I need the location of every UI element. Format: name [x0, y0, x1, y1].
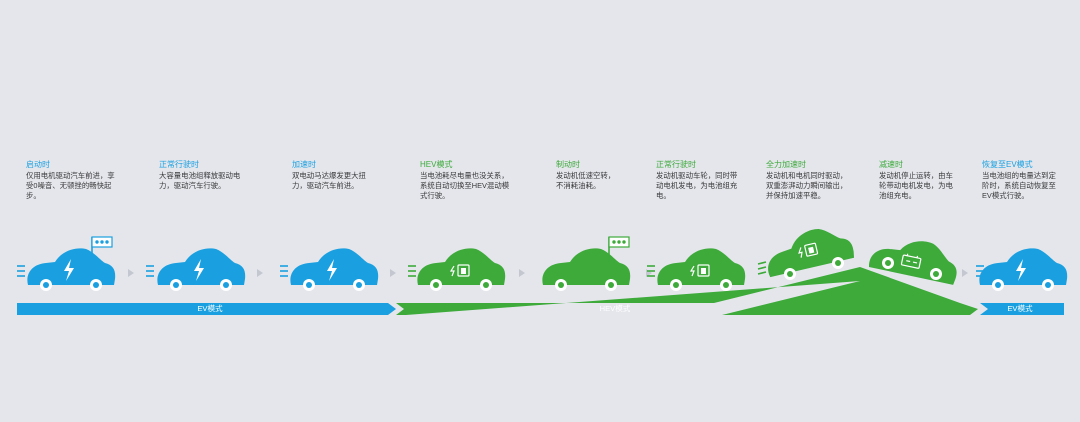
engine-battery-icon — [449, 264, 470, 277]
car-5-brake — [542, 248, 631, 285]
step-description: 大容量电池组释放驱动电力，驱动汽车行驶。 — [159, 171, 241, 190]
car-1-start — [27, 248, 116, 285]
engine-battery-icon — [798, 242, 819, 258]
step-title: 启动时 — [26, 160, 50, 169]
step-brake: 制动时 发动机低速空转，不消耗油耗。 — [556, 159, 666, 191]
step-title: 正常行驶时 — [159, 160, 199, 169]
hev-band — [396, 267, 978, 315]
step-description: 当电池组的电量达到定阶时，系统自动恢复至EV模式行驶。 — [982, 171, 1056, 200]
car-3-accelerate — [290, 248, 379, 285]
lightning-icon — [1016, 259, 1026, 281]
hev-flag-icon — [608, 236, 630, 262]
step-description: 仅用电机驱动汽车前进，享受0噪音、无顿挫的畅快起步。 — [26, 171, 115, 200]
step-title: 加速时 — [292, 160, 316, 169]
step-description: 当电池耗尽电量也没关系，系统自动切换至HEV混动模式行驶。 — [420, 171, 510, 200]
step-decelerate: 减速时 发动机停止运转，由车轮带动电机发电，为电池组充电。 — [879, 159, 989, 201]
step-title: 正常行驶时 — [656, 160, 696, 169]
step-hev-mode: HEV模式 当电池耗尽电量也没关系，系统自动切换至HEV混动模式行驶。 — [420, 159, 530, 201]
step-accelerate: 加速时 双电动马达爆发更大扭力，驱动汽车前进。 — [292, 159, 402, 191]
ev-mode-label: EV模式 — [197, 304, 223, 313]
speed-lines — [17, 261, 984, 277]
car-4-hev — [417, 248, 506, 285]
battery-charge-icon — [900, 253, 922, 269]
ev-band-left — [17, 303, 396, 315]
step-resume-ev: 恢复至EV模式 当电池组的电量达到定阶时，系统自动恢复至EV模式行驶。 — [982, 159, 1080, 201]
step-start: 启动时 仅用电机驱动汽车前进，享受0噪音、无顿挫的畅快起步。 — [26, 159, 136, 201]
step-title: HEV模式 — [420, 160, 453, 169]
lightning-icon — [327, 259, 337, 281]
ev-flag-icon — [91, 236, 113, 262]
hev-mode-label: HEV模式 — [599, 304, 631, 313]
step-full-accelerate: 全力加速时 发动机和电机同时驱动，双重澎湃动力瞬间输出，并保持加速平稳。 — [766, 159, 876, 201]
ev-band-right — [980, 303, 1064, 315]
step-description: 发动机低速空转，不消耗油耗。 — [556, 171, 616, 190]
car-2-normal — [157, 248, 246, 285]
car-6-normal-hev — [657, 248, 746, 285]
engine-battery-icon — [689, 264, 710, 277]
wheel-hubs-hev — [433, 260, 939, 288]
step-title: 减速时 — [879, 160, 903, 169]
wheel-hubs-ev — [43, 282, 1051, 288]
step-description: 发动机停止运转，由车轮带动电机发电，为电池组充电。 — [879, 171, 953, 200]
lightning-icon — [194, 259, 204, 281]
step-normal-drive: 正常行驶时 大容量电池组释放驱动电力，驱动汽车行驶。 — [159, 159, 269, 191]
step-description: 发动机和电机同时驱动，双重澎湃动力瞬间输出，并保持加速平稳。 — [766, 171, 848, 200]
lightning-icon — [64, 259, 74, 281]
car-7-full-accel — [761, 221, 856, 278]
step-normal-drive-hev: 正常行驶时 发动机驱动车轮，同时带动电机发电，为电池组充电。 — [656, 159, 766, 201]
step-title: 全力加速时 — [766, 160, 806, 169]
step-title: 恢复至EV模式 — [982, 160, 1033, 169]
step-description: 双电动马达爆发更大扭力，驱动汽车前进。 — [292, 171, 366, 190]
step-description: 发动机驱动车轮，同时带动电机发电，为电池组充电。 — [656, 171, 738, 200]
step-title: 制动时 — [556, 160, 580, 169]
car-9-ev-resume — [979, 248, 1068, 285]
ev-mode-label-right: EV模式 — [1007, 304, 1033, 313]
